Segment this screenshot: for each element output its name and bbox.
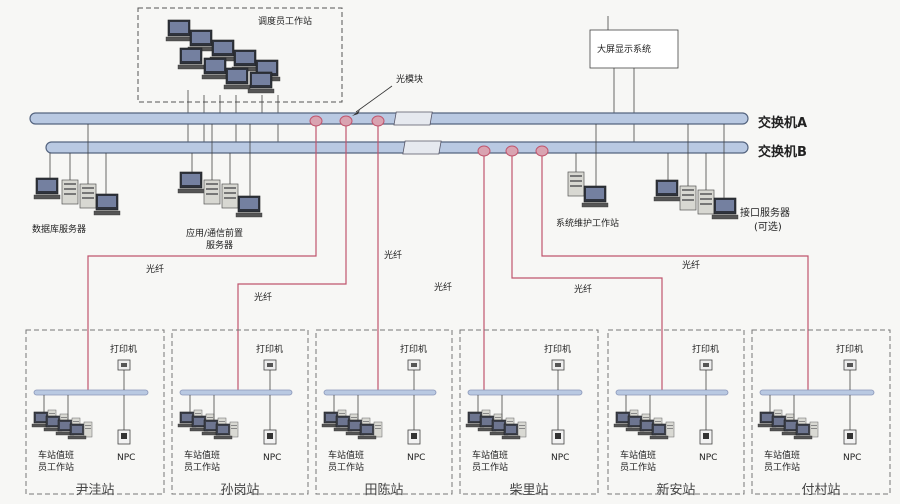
fiber-label-3: 光纤 [384,249,402,261]
app-comm-server-label-1: 应用/通信前置 [186,227,243,239]
fiber-label-5: 光纤 [574,283,592,295]
optical-module-label: 光模块 [396,73,423,85]
station-box [751,329,891,495]
npc-icon [843,429,857,445]
operator-workstations [465,409,527,440]
npc-label: NPC [843,453,861,463]
operator-label-2: 员工作站 [328,461,364,473]
operator-label-1: 车站值班 [764,449,800,461]
npc-icon [407,429,421,445]
station-name: 尹洼站 [75,483,114,498]
station-name: 孙岗站 [220,483,259,498]
npc-label: NPC [407,453,425,463]
station-bus [759,389,875,396]
optical-module-a [393,111,433,126]
operator-workstations [31,409,93,440]
dispatcher-workstation-label: 调度员工作站 [258,15,312,27]
fiber-label-4: 光纤 [434,281,452,293]
station-bus [179,389,293,396]
printer-label: 打印机 [544,343,571,355]
npc-icon [117,429,131,445]
printer-label: 打印机 [836,343,863,355]
fiber-label-1: 光纤 [146,263,164,275]
station-bus [615,389,729,396]
operator-label-1: 车站值班 [328,449,364,461]
station-box [459,329,599,495]
switch-b-bar[interactable] [45,141,749,154]
switch-b-label: 交换机B [758,144,807,160]
switch-a-bar[interactable] [29,112,749,125]
printer-icon [551,359,565,371]
database-servers [33,177,121,216]
operator-label-1: 车站值班 [620,449,656,461]
station-box [25,329,165,495]
operator-label-2: 员工作站 [764,461,800,473]
switch-a-label: 交换机A [758,115,807,131]
operator-label-1: 车站值班 [38,449,74,461]
npc-icon [699,429,713,445]
app-comm-servers [177,171,263,218]
station-bus [33,389,149,396]
operator-label-1: 车站值班 [184,449,220,461]
interface-server-label-1: 接口服务器 [740,206,790,219]
interface-servers [653,179,739,220]
dispatcher-group-box [137,7,343,103]
station-name: 柴里站 [509,483,548,498]
npc-label: NPC [699,453,717,463]
printer-label: 打印机 [110,343,137,355]
fiber-label-2: 光纤 [254,291,272,303]
station-box [607,329,745,495]
printer-label: 打印机 [692,343,719,355]
printer-icon [407,359,421,371]
maintenance-workstation [567,171,609,208]
database-server-label: 数据库服务器 [32,223,86,235]
station-bus [323,389,437,396]
printer-label: 打印机 [400,343,427,355]
optical-module-b [402,140,442,155]
operator-workstations [177,409,239,440]
fiber-ports-b [477,145,549,157]
operator-label-2: 员工作站 [620,461,656,473]
operator-label-2: 员工作站 [38,461,74,473]
npc-icon [551,429,565,445]
station-bus [467,389,583,396]
interface-server-label-2: (可选) [754,220,782,233]
station-box [171,329,309,495]
npc-icon [263,429,277,445]
big-screen-system-label: 大屏显示系统 [597,43,651,55]
station-name: 付村站 [801,483,840,498]
npc-label: NPC [263,453,281,463]
operator-workstations [613,409,675,440]
station-name: 田陈站 [364,482,403,498]
npc-label: NPC [551,453,569,463]
fiber-lines [87,126,809,392]
dispatcher-workstations [165,19,281,94]
app-comm-server-label-2: 服务器 [206,239,233,251]
operator-label-2: 员工作站 [472,461,508,473]
printer-icon [263,359,277,371]
operator-workstations [321,409,383,440]
station-name: 新安站 [656,482,695,498]
station-box [315,329,453,495]
maintenance-workstation-label: 系统维护工作站 [556,217,619,229]
operator-label-2: 员工作站 [184,461,220,473]
fiber-label-6: 光纤 [682,259,700,271]
printer-icon [699,359,713,371]
operator-workstations [757,409,819,440]
printer-icon [117,359,131,371]
printer-icon [843,359,857,371]
npc-label: NPC [117,453,135,463]
operator-label-1: 车站值班 [472,449,508,461]
printer-label: 打印机 [256,343,283,355]
